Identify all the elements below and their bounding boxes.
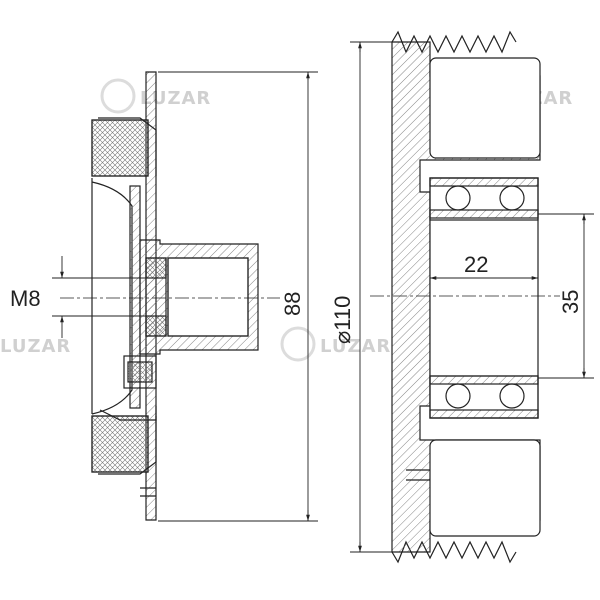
watermark-text-1: LUZAR: [140, 88, 211, 109]
watermark-logo-3: LUZAR: [0, 336, 71, 357]
thread-dimension: [52, 256, 146, 338]
bearing-bore-dimension: [538, 213, 594, 379]
hub-diameter-label: 88: [280, 292, 305, 316]
bearing-width-label: 22: [464, 252, 488, 277]
watermark-logo-4: LUZAR: [280, 326, 391, 362]
pulley-section: [391, 30, 541, 564]
watermark-logo-1: LUZAR: [100, 78, 211, 114]
hub-diameter-dimension: [158, 71, 318, 522]
pulley-diameter-dimension: [350, 41, 392, 553]
thread-label: M8: [10, 286, 41, 311]
clutch-hub-section: [91, 71, 259, 521]
watermark-text-3: LUZAR: [0, 336, 71, 357]
bearing-bore-label: 35: [558, 290, 583, 314]
pulley-diameter-label: ⌀110: [330, 296, 355, 344]
watermark-text-4: LUZAR: [320, 336, 391, 357]
